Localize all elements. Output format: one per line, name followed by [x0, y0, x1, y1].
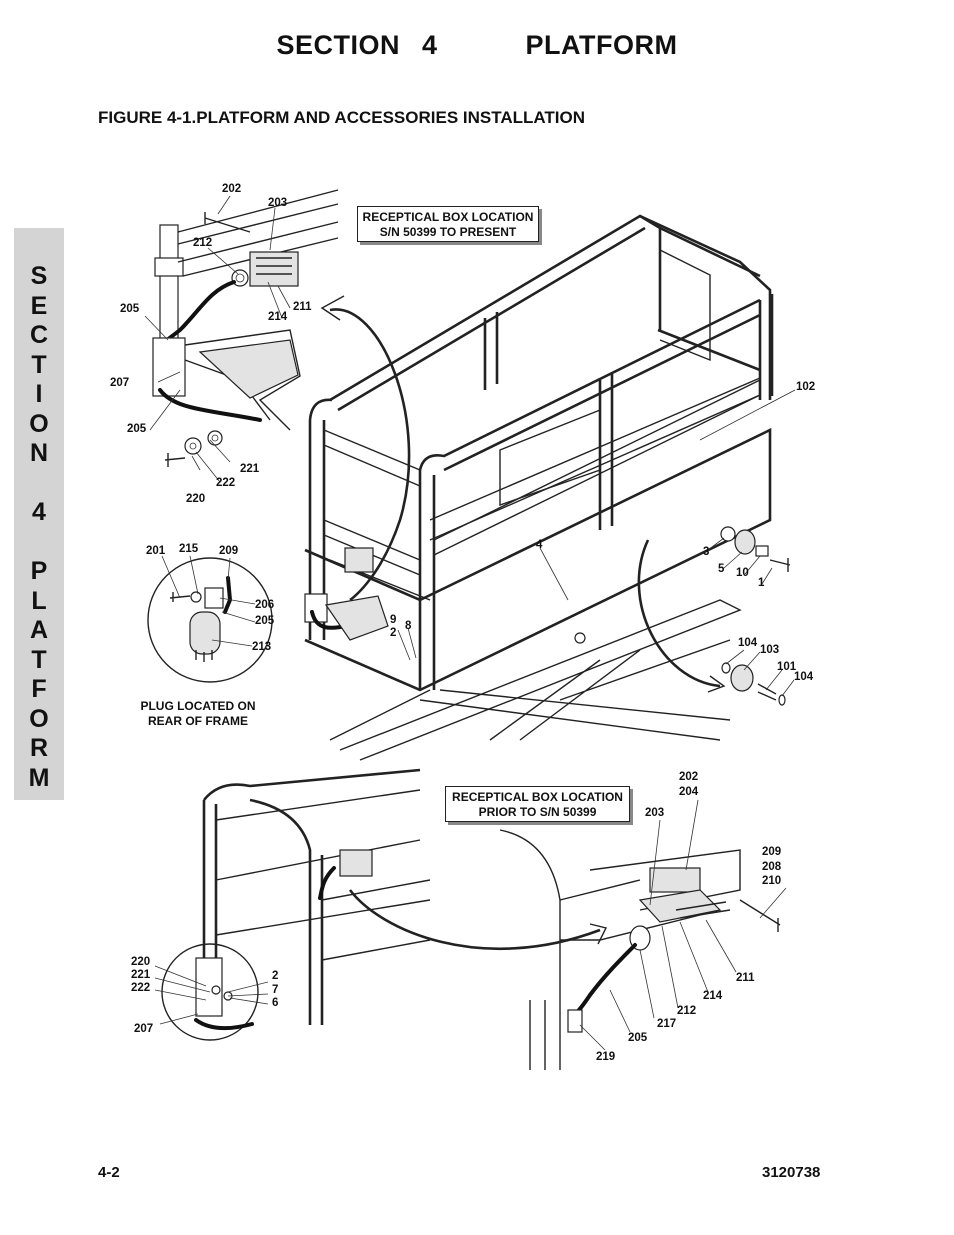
- callout-213: 213: [252, 641, 271, 653]
- callout-101: 101: [777, 661, 797, 673]
- leader-lines: [144, 195, 796, 1051]
- callout-202: 202: [679, 771, 698, 783]
- callout-206: 206: [255, 599, 274, 611]
- callout-222: 222: [216, 477, 235, 489]
- callout-221: 221: [131, 969, 151, 981]
- detail-plug: [147, 557, 273, 683]
- note-receptacle-prior: RECEPTICAL BOX LOCATION PRIOR TO S/N 503…: [445, 786, 630, 822]
- side-tab-letter: T: [31, 645, 47, 674]
- callout-210: 210: [762, 875, 781, 887]
- callout-5: 5: [718, 563, 725, 575]
- callout-207: 207: [134, 1023, 153, 1035]
- callout-4: 4: [536, 539, 543, 551]
- callout-214: 214: [703, 990, 723, 1002]
- callout-202: 202: [222, 183, 241, 195]
- document-number: 3120738: [762, 1164, 821, 1181]
- callout-222: 222: [131, 982, 150, 994]
- side-tab-letter: C: [29, 321, 49, 349]
- side-tab-letter: S: [30, 262, 48, 290]
- callout-2: 2: [390, 627, 396, 639]
- callout-215: 215: [179, 543, 199, 555]
- callout-208: 208: [762, 861, 782, 873]
- callout-2: 2: [272, 970, 278, 982]
- callout-8: 8: [405, 620, 412, 632]
- callout-1: 1: [758, 577, 765, 589]
- side-tab-letter: N: [29, 439, 49, 467]
- callout-6: 6: [272, 997, 278, 1009]
- callout-102: 102: [796, 381, 815, 393]
- note-receptacle-present: RECEPTICAL BOX LOCATION S/N 50399 TO PRE…: [357, 206, 539, 242]
- callout-201: 201: [146, 545, 166, 557]
- callout-10: 10: [736, 567, 749, 579]
- callout-217: 217: [657, 1018, 676, 1030]
- callout-204: 204: [679, 786, 699, 798]
- callout-205: 205: [255, 615, 275, 627]
- callout-103: 103: [760, 644, 779, 656]
- callout-209: 209: [762, 846, 781, 858]
- figure-title: FIGURE 4-1.PLATFORM AND ACCESSORIES INST…: [98, 108, 586, 127]
- callout-212: 212: [193, 237, 212, 249]
- callout-211: 211: [293, 301, 312, 313]
- callout-205: 205: [628, 1032, 648, 1044]
- callout-214: 214: [268, 311, 288, 323]
- side-tab-letter: O: [29, 704, 49, 733]
- callout-209: 209: [219, 545, 238, 557]
- side-tab-letter: I: [35, 380, 43, 408]
- side-tab-letter: E: [30, 291, 48, 320]
- side-tab-letter: A: [29, 616, 49, 644]
- section-title: SECTION 4 PLATFORM: [276, 30, 678, 60]
- callout-212: 212: [677, 1005, 696, 1017]
- callout-205: 205: [120, 303, 140, 315]
- callout-220: 220: [131, 956, 150, 968]
- callout-104: 104: [738, 637, 758, 649]
- callout-211: 211: [736, 972, 755, 984]
- platform-main: [304, 214, 791, 761]
- side-tab-letter: R: [29, 734, 49, 762]
- callout-221: 221: [240, 463, 260, 475]
- callout-104: 104: [794, 671, 814, 683]
- side-tab-letter: L: [31, 586, 47, 615]
- callout-3: 3: [703, 546, 709, 558]
- callout-207: 207: [110, 377, 129, 389]
- callout-9: 9: [390, 614, 396, 626]
- caption-plug-location: PLUG LOCATED ON REAR OF FRAME: [140, 699, 256, 728]
- page-number: 4-2: [98, 1164, 120, 1181]
- detail-receptacle-present: [152, 189, 339, 467]
- side-tab-letter: F: [31, 675, 47, 703]
- callout-220: 220: [186, 493, 205, 505]
- detail-receptacle-prior: [161, 768, 781, 1070]
- callout-219: 219: [596, 1051, 615, 1063]
- callout-205: 205: [127, 423, 147, 435]
- side-tab-letter: P: [30, 557, 48, 585]
- side-tab-letter: M: [28, 763, 50, 792]
- callout-203: 203: [645, 807, 664, 819]
- side-tab-letter: 4: [32, 498, 46, 526]
- side-tab-letter: O: [29, 409, 49, 438]
- callout-7: 7: [272, 984, 278, 996]
- side-tab-letter: T: [31, 350, 47, 379]
- callout-labels: 202 203 212 205 211 214 207 205 221 222 …: [110, 183, 815, 1063]
- callout-203: 203: [268, 197, 287, 209]
